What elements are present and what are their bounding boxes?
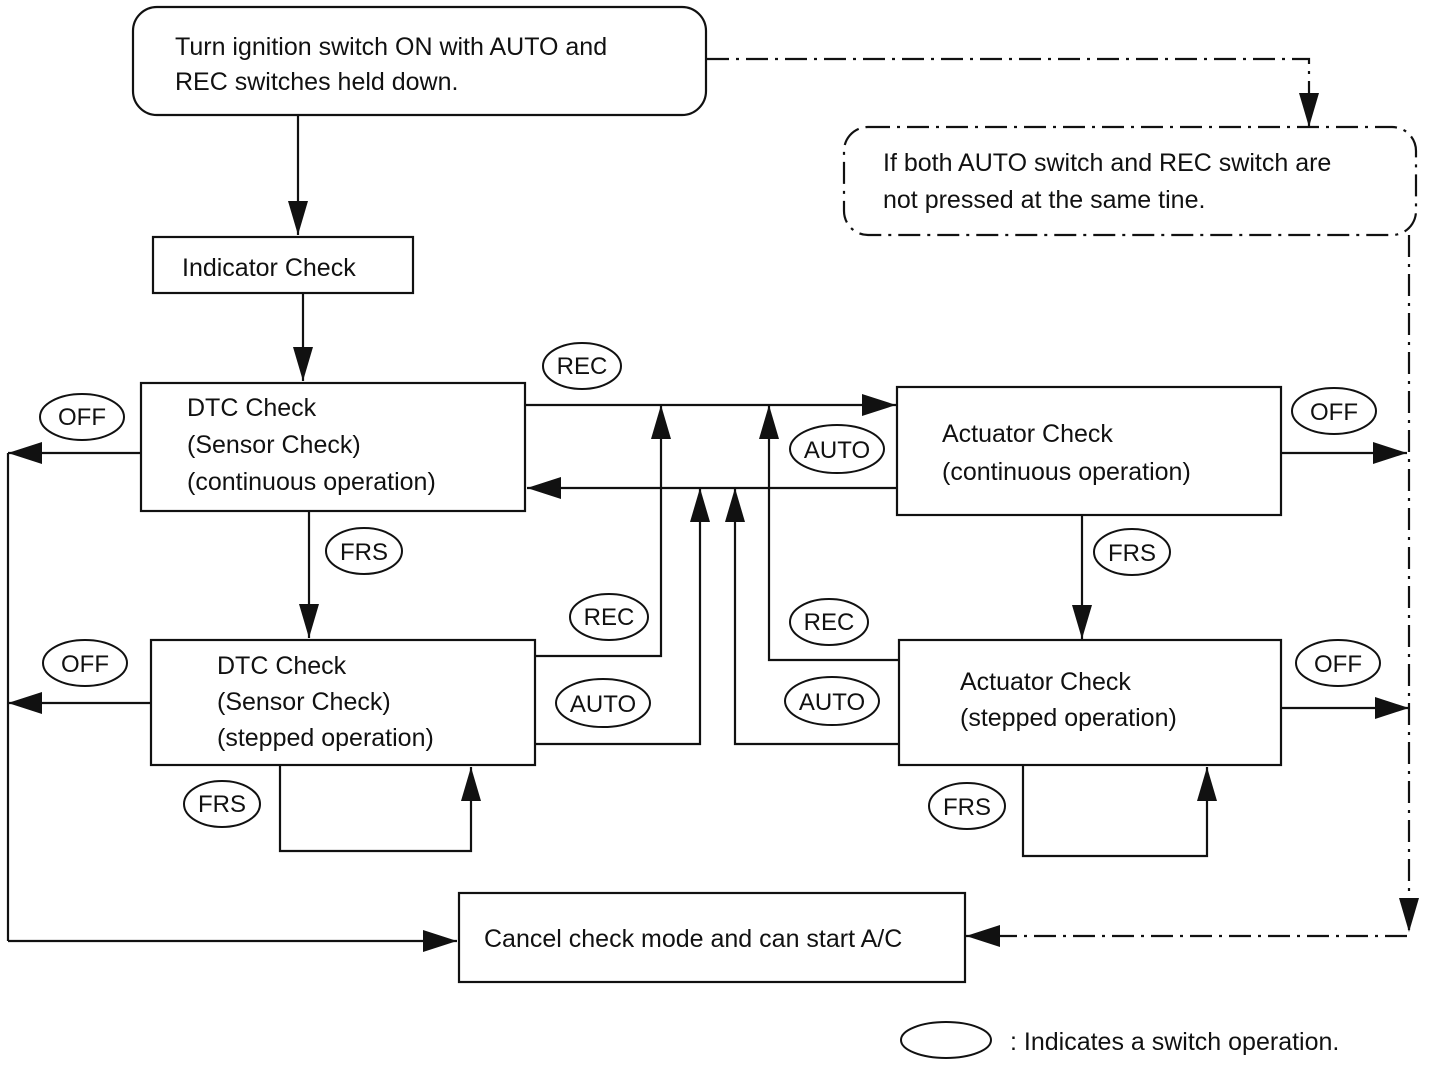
svg-text:FRS: FRS bbox=[943, 794, 991, 821]
not-pressed-text-line2: not pressed at the same tine. bbox=[883, 186, 1205, 214]
legend: : Indicates a switch operation. bbox=[900, 1021, 1339, 1059]
indicator-check-box: Indicator Check bbox=[151, 235, 415, 295]
switch-off-dtc-continuous: OFF bbox=[39, 393, 125, 441]
svg-text:OFF: OFF bbox=[1310, 399, 1358, 426]
not-pressed-text-line1: If both AUTO switch and REC switch are bbox=[883, 149, 1331, 177]
switch-frs-actuator-continuous: FRS bbox=[1093, 528, 1171, 576]
switch-rec-top: REC bbox=[542, 342, 622, 390]
switch-off-dtc-stepped: OFF bbox=[42, 639, 128, 687]
switch-auto-dtc-stepped: AUTO bbox=[555, 678, 651, 728]
act-step-line2: (stepped operation) bbox=[960, 704, 1177, 732]
dtc-check-stepped-box: DTC Check (Sensor Check) (stepped operat… bbox=[149, 638, 537, 767]
svg-text:REC: REC bbox=[804, 609, 855, 636]
dtc-check-continuous-box: DTC Check (Sensor Check) (continuous ope… bbox=[139, 381, 527, 513]
svg-text:FRS: FRS bbox=[198, 791, 246, 818]
start-text-line1: Turn ignition switch ON with AUTO and bbox=[175, 33, 607, 61]
act-cont-line2: (continuous operation) bbox=[942, 458, 1191, 486]
dtc-cont-line1: DTC Check bbox=[187, 394, 317, 422]
not-pressed-box: If both AUTO switch and REC switch are n… bbox=[842, 125, 1418, 237]
start-text-line2: REC switches held down. bbox=[175, 68, 458, 96]
switch-off-actuator-stepped: OFF bbox=[1295, 639, 1381, 687]
legend-text: : Indicates a switch operation. bbox=[1010, 1028, 1339, 1056]
actuator-check-continuous-box: Actuator Check (continuous operation) bbox=[895, 385, 1283, 517]
act-step-line1: Actuator Check bbox=[960, 668, 1131, 696]
dtc-step-line1: DTC Check bbox=[217, 652, 347, 680]
dtc-step-line2: (Sensor Check) bbox=[217, 688, 391, 716]
dtc-step-line3: (stepped operation) bbox=[217, 724, 434, 752]
switch-rec-actuator-stepped: REC bbox=[789, 598, 869, 646]
dtc-cont-line2: (Sensor Check) bbox=[187, 431, 361, 459]
switch-auto-actuator-stepped: AUTO bbox=[784, 676, 880, 726]
svg-text:AUTO: AUTO bbox=[804, 437, 870, 464]
svg-text:FRS: FRS bbox=[1108, 540, 1156, 567]
dtc-cont-line3: (continuous operation) bbox=[187, 468, 436, 496]
indicator-check-label: Indicator Check bbox=[182, 254, 356, 282]
svg-text:OFF: OFF bbox=[1314, 651, 1362, 678]
switch-frs-dtc-continuous: FRS bbox=[325, 527, 403, 575]
switch-frs-dtc-stepped: FRS bbox=[183, 780, 261, 828]
svg-text:FRS: FRS bbox=[340, 539, 388, 566]
act-cont-line1: Actuator Check bbox=[942, 420, 1113, 448]
svg-text:OFF: OFF bbox=[61, 651, 109, 678]
switch-frs-actuator-stepped: FRS bbox=[928, 782, 1006, 830]
switch-off-actuator-continuous: OFF bbox=[1291, 387, 1377, 435]
start-box: Turn ignition switch ON with AUTO and RE… bbox=[131, 5, 708, 117]
svg-text:REC: REC bbox=[557, 353, 608, 380]
arrow-dtc-step-auto-up bbox=[536, 488, 710, 746]
arrow-start-to-not-pressed bbox=[707, 57, 1319, 127]
arrow-act-step-frs-loop bbox=[1021, 766, 1217, 858]
switch-rec-dtc-stepped: REC bbox=[569, 593, 649, 641]
arrow-dtc-step-frs-loop bbox=[278, 766, 481, 853]
cancel-check-label: Cancel check mode and can start A/C bbox=[484, 925, 902, 953]
svg-text:OFF: OFF bbox=[58, 404, 106, 431]
svg-text:REC: REC bbox=[584, 604, 635, 631]
svg-text:AUTO: AUTO bbox=[799, 689, 865, 716]
switch-auto-top: AUTO bbox=[789, 424, 885, 474]
arrow-act-step-rec-up bbox=[759, 405, 898, 662]
actuator-check-stepped-box: Actuator Check (stepped operation) bbox=[897, 638, 1283, 767]
arrow-act-step-auto-up bbox=[725, 488, 898, 746]
svg-text:AUTO: AUTO bbox=[570, 691, 636, 718]
arrow-dtc-step-rec-up bbox=[536, 405, 671, 658]
legend-oval-symbol bbox=[900, 1021, 992, 1059]
cancel-check-box: Cancel check mode and can start A/C bbox=[457, 891, 967, 984]
